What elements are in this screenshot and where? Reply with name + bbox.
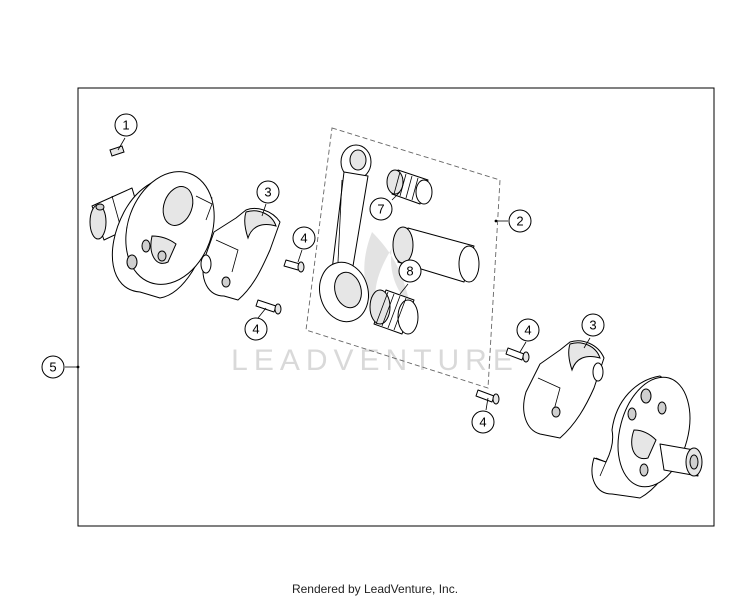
right-screw-lower — [475, 389, 500, 405]
connecting-rod — [319, 144, 372, 323]
right-crank-half — [591, 375, 703, 499]
leader-lines — [65, 137, 591, 411]
footer-credit: Rendered by LeadVenture, Inc. — [291, 582, 459, 596]
left-counterweight — [200, 208, 281, 301]
left-screw-upper — [283, 259, 305, 273]
right-screw-upper — [505, 347, 530, 363]
callout-4-left-upper: 4 — [292, 226, 316, 250]
small-end-bearing — [386, 169, 433, 205]
svg-text:4: 4 — [252, 322, 259, 337]
svg-text:3: 3 — [264, 185, 271, 200]
callout-4-right-upper: 4 — [516, 318, 540, 342]
callout-3-right: 3 — [581, 313, 605, 337]
diagram-frame — [77, 87, 715, 527]
callout-4-right-lower: 4 — [471, 410, 495, 434]
watermark-text: LEADVENTURE — [231, 344, 519, 377]
callout-1: 1 — [114, 113, 138, 137]
callout-3-left: 3 — [256, 180, 280, 204]
svg-text:4: 4 — [479, 415, 486, 430]
woodruff-key — [109, 145, 125, 157]
callout-2: 2 — [508, 209, 532, 233]
svg-text:1: 1 — [122, 118, 129, 133]
svg-text:4: 4 — [300, 231, 307, 246]
callout-8: 8 — [398, 259, 422, 283]
big-end-bearing — [369, 289, 419, 335]
callout-4-left-lower: 4 — [244, 317, 268, 341]
leadventure-watermark: LEADVENTURE — [231, 232, 519, 377]
svg-text:2: 2 — [516, 214, 523, 229]
svg-text:8: 8 — [406, 264, 413, 279]
svg-text:5: 5 — [49, 360, 56, 375]
callout-7: 7 — [369, 197, 393, 221]
right-counterweight — [523, 340, 605, 439]
con-rod-group-box — [305, 127, 501, 389]
svg-text:7: 7 — [377, 202, 384, 217]
svg-text:4: 4 — [524, 323, 531, 338]
svg-text:3: 3 — [589, 318, 596, 333]
callout-5: 5 — [41, 355, 65, 379]
left-crank-half — [89, 171, 215, 299]
left-screw-lower — [255, 299, 282, 315]
crank-pin — [392, 226, 480, 283]
